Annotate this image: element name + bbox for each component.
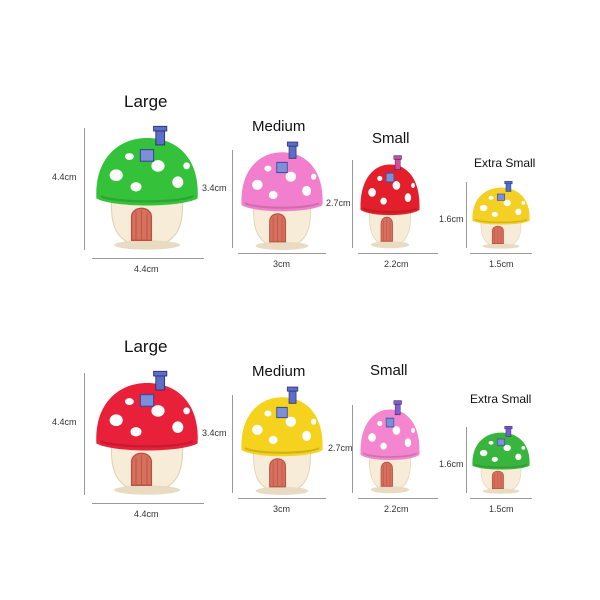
- height-dimension-label: 4.4cm: [52, 172, 77, 182]
- width-dimension-label: 3cm: [273, 504, 291, 514]
- height-dimension-label: 1.6cm: [439, 214, 464, 224]
- width-dimension-label: 2.2cm: [384, 259, 409, 269]
- height-dimension-line: [232, 150, 233, 248]
- size-label: Medium: [252, 363, 306, 380]
- size-label: Medium: [252, 118, 306, 135]
- width-dimension-label: 2.2cm: [384, 504, 409, 514]
- mushroom-house-icon: [470, 425, 532, 495]
- width-dimension-line: [470, 253, 532, 254]
- height-dimension-line: [84, 373, 85, 495]
- height-dimension-line: [232, 395, 233, 493]
- width-dimension-label: 1.5cm: [489, 259, 514, 269]
- height-dimension-line: [352, 405, 353, 493]
- mushroom-house-icon: [92, 124, 202, 252]
- height-dimension-label: 3.4cm: [202, 183, 227, 193]
- mushroom-house-icon: [238, 385, 326, 497]
- height-dimension-label: 3.4cm: [202, 428, 227, 438]
- height-dimension-line: [352, 160, 353, 248]
- size-label: Extra Small: [474, 156, 536, 170]
- width-dimension-label: 4.4cm: [134, 509, 159, 519]
- width-dimension-line: [238, 253, 326, 254]
- width-dimension-line: [92, 258, 204, 259]
- size-label: Small: [372, 130, 410, 147]
- height-dimension-label: 2.7cm: [326, 198, 351, 208]
- size-label: Large: [124, 92, 168, 111]
- height-dimension-label: 2.7cm: [328, 443, 353, 453]
- width-dimension-line: [358, 253, 438, 254]
- width-dimension-line: [358, 498, 438, 499]
- height-dimension-line: [466, 182, 467, 248]
- width-dimension-line: [92, 503, 204, 504]
- mushroom-house-icon: [92, 369, 202, 497]
- width-dimension-label: 1.5cm: [489, 504, 514, 514]
- mushroom-house-icon: [358, 154, 422, 250]
- size-label: Small: [370, 362, 408, 379]
- mushroom-house-icon: [470, 180, 532, 250]
- width-dimension-label: 4.4cm: [134, 264, 159, 274]
- size-label: Large: [124, 337, 168, 356]
- width-dimension-line: [238, 498, 326, 499]
- width-dimension-label: 3cm: [273, 259, 291, 269]
- mushroom-house-icon: [358, 399, 422, 495]
- height-dimension-label: 1.6cm: [439, 459, 464, 469]
- size-label: Extra Small: [470, 392, 532, 406]
- width-dimension-line: [470, 498, 532, 499]
- mushroom-house-icon: [238, 140, 326, 252]
- height-dimension-label: 4.4cm: [52, 417, 77, 427]
- height-dimension-line: [466, 427, 467, 493]
- height-dimension-line: [84, 128, 85, 250]
